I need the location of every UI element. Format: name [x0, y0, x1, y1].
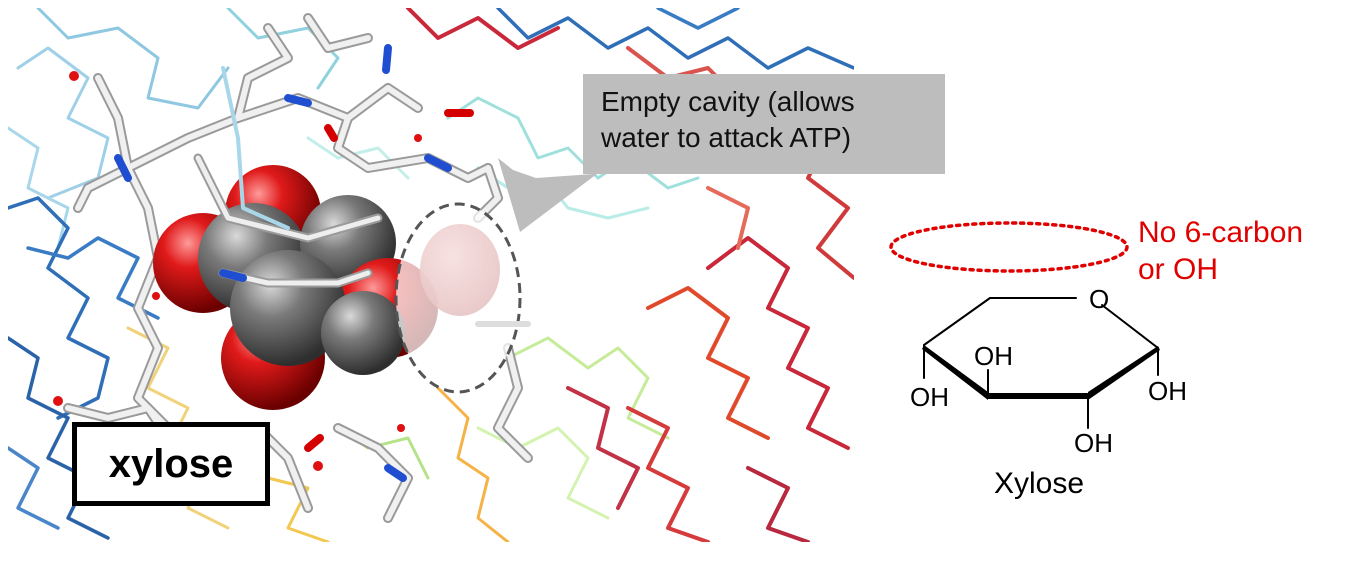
xylose-label: xylose [108, 441, 234, 486]
callout-arrow [498, 158, 618, 232]
callout-label: Empty cavity (allows water to attack ATP… [583, 74, 945, 174]
missing-carbon-ellipse [889, 221, 1129, 273]
callout-line-1: Empty cavity (allows [601, 86, 855, 117]
oh-bottom: OH [1074, 428, 1113, 458]
backbone-blue [8, 8, 854, 540]
ring-oxygen: O [1089, 284, 1109, 314]
protein-structure-render [8, 8, 854, 542]
xylose-haworth-structure: O OH OH OH OH [910, 284, 1187, 458]
callout-line-2: water to attack ATP) [601, 122, 852, 153]
oh-top: OH [974, 341, 1013, 371]
foreground-sticks [193, 66, 383, 288]
xylose-label-box: xylose [72, 422, 270, 506]
note-line-1: No 6-carbon [1138, 216, 1304, 249]
molecule-name: Xylose [994, 467, 1085, 500]
oh-right: OH [1148, 376, 1187, 406]
empty-cavity-marker [394, 202, 531, 394]
note-line-2: or OH [1138, 253, 1219, 286]
missing-carbon-note: No 6-carbon or OH [1138, 214, 1303, 288]
water-oxygens [53, 71, 422, 471]
oh-left: OH [910, 382, 949, 412]
